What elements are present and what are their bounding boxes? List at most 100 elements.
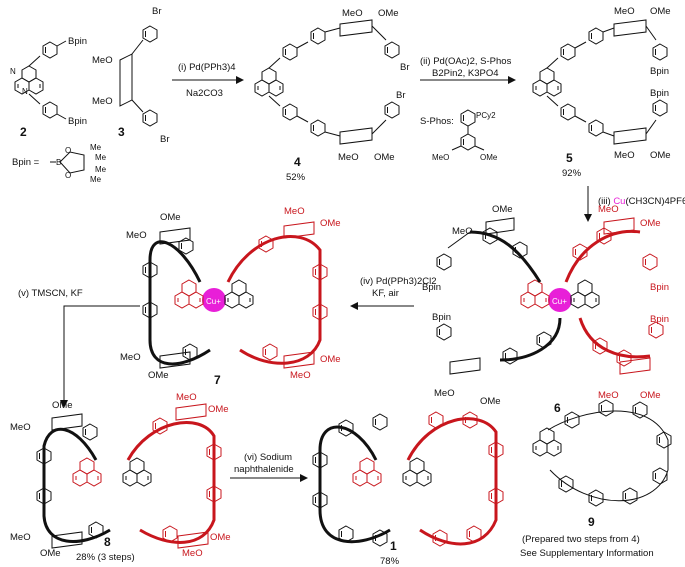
bpin-label: Bpin xyxy=(650,282,669,293)
methoxy-label: OMe xyxy=(640,218,661,229)
compound-9-number: 9 xyxy=(588,515,595,529)
compound-1-yield: 78% xyxy=(380,556,400,567)
methoxy-label: MeO xyxy=(92,55,113,66)
compound-8-structure xyxy=(36,403,222,549)
methoxy-label: MeO xyxy=(614,150,635,161)
methoxy-label: MeO xyxy=(284,206,305,217)
pcy2-label: PCy2 xyxy=(476,111,496,120)
bromine-label: Br xyxy=(400,62,410,73)
methoxy-label: MeO xyxy=(614,6,635,17)
compound-5-structure xyxy=(532,19,668,145)
methoxy-label: OMe xyxy=(208,404,229,415)
methoxy-label: MeO xyxy=(290,370,311,381)
methoxy-label: MeO xyxy=(338,152,359,163)
nitrogen-label: N xyxy=(10,67,16,76)
step-vi-reagent-2: naphthalenide xyxy=(234,464,294,475)
step-ii-reagents: B2Pin2, K3PO4 xyxy=(432,68,499,79)
compound-5-yield: 92% xyxy=(562,168,582,179)
arrowhead-icon xyxy=(508,76,516,84)
methoxy-label: MeO xyxy=(452,226,473,237)
bpin-label: Bpin xyxy=(650,88,669,99)
bpin-definition-label: Bpin = xyxy=(12,157,40,168)
methoxy-label: MeO xyxy=(176,392,197,403)
methoxy-label: MeO xyxy=(432,153,449,162)
compound-8-number: 8 xyxy=(104,535,111,549)
methyl-label: Me xyxy=(95,165,107,174)
methoxy-label: OMe xyxy=(650,6,671,17)
compound-1-structure xyxy=(312,411,504,547)
step-iv-reagents: KF, air xyxy=(372,288,399,299)
step-i-conditions: (i) Pd(PPh3)4 xyxy=(178,62,236,73)
bromine-label: Br xyxy=(160,134,170,145)
reaction-arrow xyxy=(63,305,140,400)
compound-3-structure xyxy=(119,25,158,127)
copper-ion-label: Cu+ xyxy=(206,297,221,306)
methyl-label: Me xyxy=(95,153,107,162)
bpin-label: Bpin xyxy=(68,116,87,127)
compound-9-structure xyxy=(532,399,672,507)
methoxy-label: OMe xyxy=(374,152,395,163)
methoxy-label: OMe xyxy=(480,396,501,407)
methoxy-label: MeO xyxy=(342,8,363,19)
methoxy-label: MeO xyxy=(434,388,455,399)
methoxy-label: OMe xyxy=(210,532,231,543)
step-v-conditions: (v) TMSCN, KF xyxy=(18,288,83,299)
methoxy-label: OMe xyxy=(160,212,181,223)
methoxy-label: MeO xyxy=(10,532,31,543)
compound-5-number: 5 xyxy=(566,151,573,165)
compound-3-number: 3 xyxy=(118,125,125,139)
methoxy-label: OMe xyxy=(480,153,498,162)
methoxy-label: MeO xyxy=(10,422,31,433)
methoxy-label: OMe xyxy=(148,370,169,381)
step-ii-catalyst: (ii) Pd(OAc)2, S-Phos xyxy=(420,56,512,67)
methoxy-label: MeO xyxy=(598,204,619,215)
methoxy-label: MeO xyxy=(92,96,113,107)
compound-4-number: 4 xyxy=(294,155,301,169)
compound-2-number: 2 xyxy=(20,125,27,139)
methoxy-label: OMe xyxy=(40,548,61,559)
arrowhead-icon xyxy=(350,302,358,310)
nitrogen-label: N xyxy=(22,87,28,96)
methoxy-label: OMe xyxy=(640,390,661,401)
boron-label: B xyxy=(56,158,61,167)
oxygen-label: O xyxy=(65,171,71,180)
bpin-label: Bpin xyxy=(68,36,87,47)
step-i-base: Na2CO3 xyxy=(186,88,223,99)
bromine-label: Br xyxy=(396,90,406,101)
compound-4-yield: 52% xyxy=(286,172,306,183)
bpin-label: Bpin xyxy=(650,314,669,325)
methoxy-label: OMe xyxy=(650,150,671,161)
step-vi-reagent: (vi) Sodium xyxy=(244,452,292,463)
compound-7-number: 7 xyxy=(214,373,221,387)
compound-7-structure: Cu+ xyxy=(142,221,328,369)
oxygen-label: O xyxy=(65,146,71,155)
methyl-label: Me xyxy=(90,143,102,152)
compound-6-structure: Cu+ xyxy=(436,217,664,375)
methoxy-label: OMe xyxy=(52,400,73,411)
step-iii-conditions: (iii) Cu(CH3CN)4PF6 xyxy=(598,196,685,207)
compound-6-number: 6 xyxy=(554,401,561,415)
methoxy-label: MeO xyxy=(598,390,619,401)
arrowhead-icon xyxy=(584,214,592,222)
pinacolboronate-structure: B O O xyxy=(50,146,85,180)
methoxy-label: MeO xyxy=(126,230,147,241)
compound-8-yield: 28% (3 steps) xyxy=(76,552,135,563)
bromine-label: Br xyxy=(152,6,162,17)
compound-1-number: 1 xyxy=(390,539,397,553)
compound-2-structure: N N xyxy=(10,40,67,120)
compound-9-note: (Prepared two steps from 4) xyxy=(522,534,640,545)
sphos-label: S-Phos: xyxy=(420,116,454,127)
bpin-label: Bpin xyxy=(650,66,669,77)
compound-9-note-2: See Supplementary Information xyxy=(520,548,654,559)
arrowhead-icon xyxy=(60,400,68,408)
methoxy-label: OMe xyxy=(492,204,513,215)
copper-ion-label: Cu+ xyxy=(552,297,567,306)
methoxy-label: OMe xyxy=(320,218,341,229)
sphos-structure xyxy=(451,109,485,151)
methoxy-label: OMe xyxy=(378,8,399,19)
compound-4-structure xyxy=(254,19,400,145)
bpin-label: Bpin xyxy=(422,282,441,293)
arrowhead-icon xyxy=(300,474,308,482)
bpin-label: Bpin xyxy=(432,312,451,323)
